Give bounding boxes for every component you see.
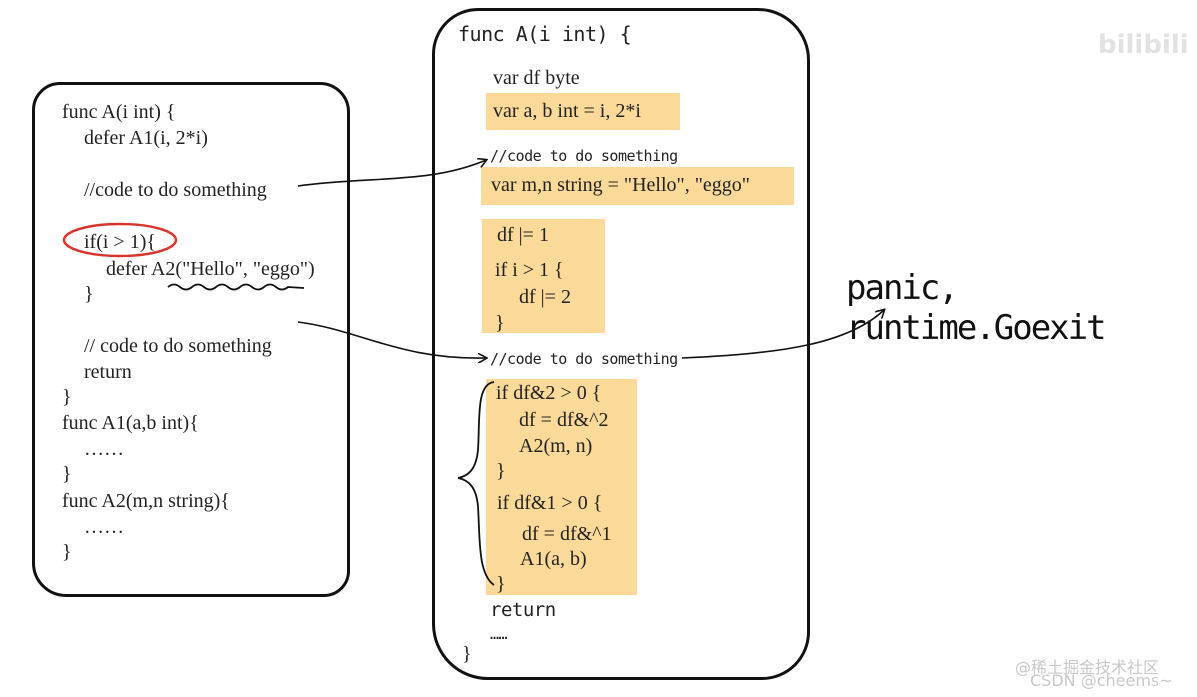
left-code-line: func A(i int) { <box>62 101 176 123</box>
red-circle-mark <box>62 222 178 258</box>
left-code-line: //code to do something <box>84 179 267 201</box>
watermark-csdn: CSDN @cheems~ <box>1030 671 1173 690</box>
right-code-line: if df&1 > 0 { <box>497 492 603 514</box>
wavy-underline <box>167 283 305 291</box>
right-code-comment: //code to do something <box>490 147 678 165</box>
watermark-juejin: @稀土掘金技术社区 <box>1015 658 1160 677</box>
left-code-card <box>32 82 350 597</box>
arrow-code-to-do-something-2 <box>297 321 486 358</box>
arrow-code-to-do-something-1 <box>297 160 486 187</box>
right-code-line: } <box>496 573 506 595</box>
right-code-line: } <box>495 312 505 334</box>
right-code-line: if i > 1 { <box>495 259 564 281</box>
highlight-block <box>482 219 605 333</box>
right-code-line: df = df&^2 <box>519 409 609 431</box>
right-code-line: var df byte <box>493 67 580 89</box>
left-code-line: } <box>62 386 72 408</box>
right-code-line: A1(a, b) <box>520 548 587 570</box>
left-code-line: func A1(a,b int){ <box>62 412 199 434</box>
left-code-line: func A2(m,n string){ <box>62 490 230 512</box>
highlight-block <box>486 93 680 130</box>
left-code-line: } <box>62 541 72 563</box>
highlight-block <box>481 167 794 205</box>
right-code-line: var m,n string = "Hello", "eggo" <box>491 174 750 196</box>
right-code-line: A2(m, n) <box>519 435 593 457</box>
right-code-line: …… <box>490 625 508 643</box>
right-code-line: } <box>462 643 472 665</box>
right-code-line: } <box>496 460 506 482</box>
bilibili-watermark: bilibili <box>1098 30 1189 60</box>
left-code-line: …… <box>84 438 124 460</box>
right-code-line: df = df&^1 <box>522 523 612 545</box>
right-code-line: df |= 1 <box>497 224 549 246</box>
left-code-line: defer A1(i, 2*i) <box>84 127 208 149</box>
left-code-line: defer A2("Hello", "eggo") <box>106 258 315 280</box>
panic-annotation: panic, runtime.Goexit <box>846 268 1107 348</box>
left-code-line: …… <box>84 516 124 538</box>
left-code-line: // code to do something <box>84 335 272 357</box>
right-code-line: var a, b int = i, 2*i <box>493 100 641 122</box>
highlight-block <box>486 379 637 595</box>
right-code-header: func A(i int) { <box>458 22 632 46</box>
right-code-comment: //code to do something <box>490 350 678 368</box>
right-code-line: df |= 2 <box>519 286 571 308</box>
left-code-line: if(i > 1){ <box>84 231 156 253</box>
left-code-line: return <box>84 361 132 383</box>
right-code-line: if df&2 > 0 { <box>496 382 602 404</box>
left-code-line: } <box>84 283 94 305</box>
arrow-to-panic <box>681 310 884 359</box>
curly-brace <box>457 381 495 586</box>
left-code-line: } <box>62 463 72 485</box>
right-code-line: return <box>490 599 556 621</box>
